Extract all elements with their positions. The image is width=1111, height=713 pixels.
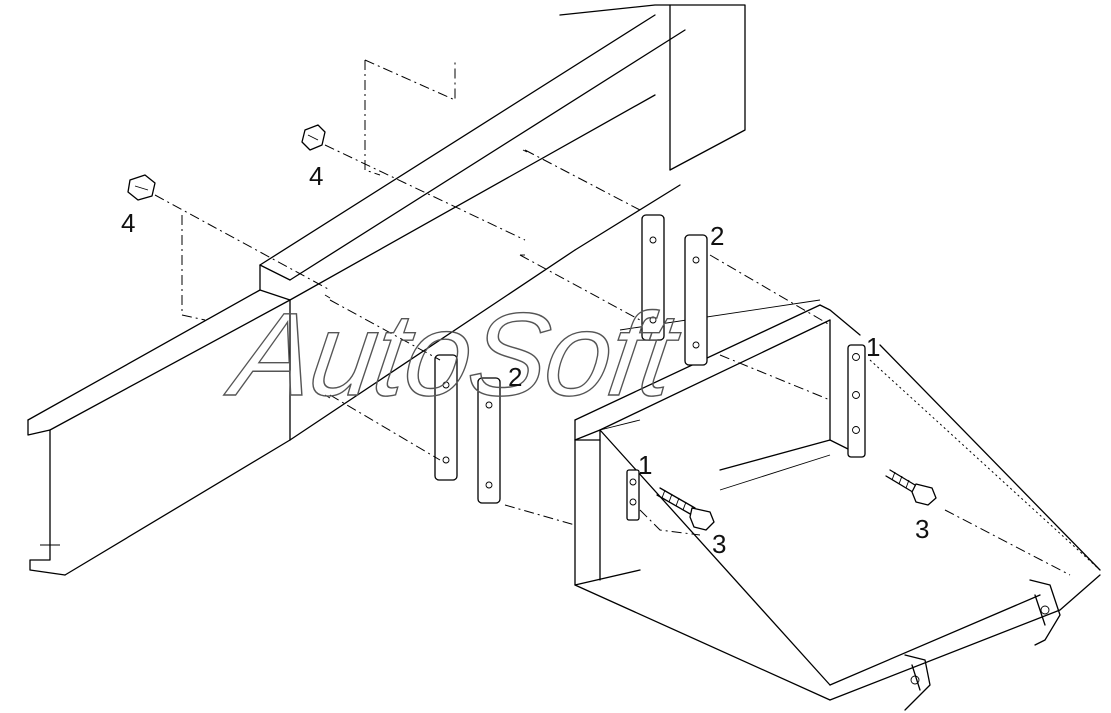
clip-nut-part-4-lower [127,174,156,201]
mounting-plate-part-2-upper [641,214,708,366]
bolt-part-3-left [656,487,715,531]
callout-part-2-upper: 2 [710,221,724,251]
bracket-part-1-left [626,469,640,521]
mounting-plate-part-2-lower [434,354,501,504]
frame-rail [27,14,686,576]
bracket-part-1-right [847,344,866,458]
callout-part-2-lower: 2 [508,362,522,392]
assembly-centerlines [154,144,1101,576]
bolt-part-3-right [885,469,937,506]
tray-clamp-left [904,654,931,711]
callout-part-4-upper: 4 [309,161,323,191]
callout-part-3-right: 3 [915,514,929,544]
watermark-text: AutoSoft [220,290,688,421]
callout-part-1-right: 1 [866,332,880,362]
callout-part-4-lower: 4 [121,208,135,238]
callout-part-3-left: 3 [712,529,726,559]
rear-panel [181,4,746,321]
clip-nut-part-4-upper [301,124,326,151]
tray-clamp-right [1029,579,1061,646]
callout-part-1-left: 1 [638,450,652,480]
